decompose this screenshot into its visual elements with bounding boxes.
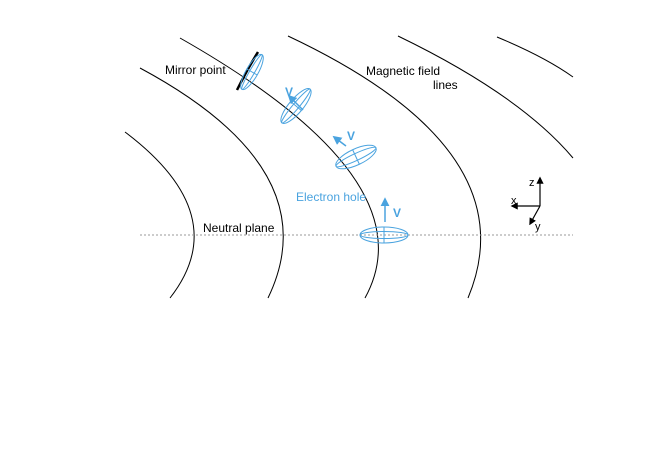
z-axis-label: z <box>529 177 535 189</box>
electron-holes <box>240 53 409 244</box>
electron-hole-2 <box>280 88 312 124</box>
field-line-5 <box>397 35 574 159</box>
magnetic-field-label-line1: Magnetic field <box>366 64 440 78</box>
velocity-arrows <box>287 94 390 222</box>
electron-hole-3 <box>335 144 377 170</box>
x-axis-label: x <box>511 195 517 207</box>
y-axis <box>529 205 541 226</box>
mirror-point-label: Mirror point <box>165 63 226 77</box>
coordinate-axes <box>510 176 544 226</box>
electron-hole-mirror <box>240 53 264 91</box>
field-line-4 <box>287 35 482 299</box>
velocity-label-2: V <box>347 129 355 143</box>
y-axis-label: y <box>535 221 541 233</box>
field-line-3 <box>179 37 379 299</box>
velocity-label-1: V <box>285 85 293 99</box>
magnetic-field-label-line2: lines <box>433 78 458 92</box>
neutral-plane-label: Neutral plane <box>203 221 275 235</box>
velocity-arrow-2 <box>332 135 347 147</box>
field-line-2 <box>139 67 284 299</box>
velocity-arrow-1 <box>287 94 304 111</box>
electron-hole-label: Electron hole <box>296 190 366 204</box>
field-line-6 <box>496 36 574 78</box>
velocity-label-3: V <box>393 206 401 220</box>
field-lines <box>124 35 574 299</box>
field-line-1 <box>124 131 195 299</box>
electron-hole-neutral <box>359 226 409 244</box>
